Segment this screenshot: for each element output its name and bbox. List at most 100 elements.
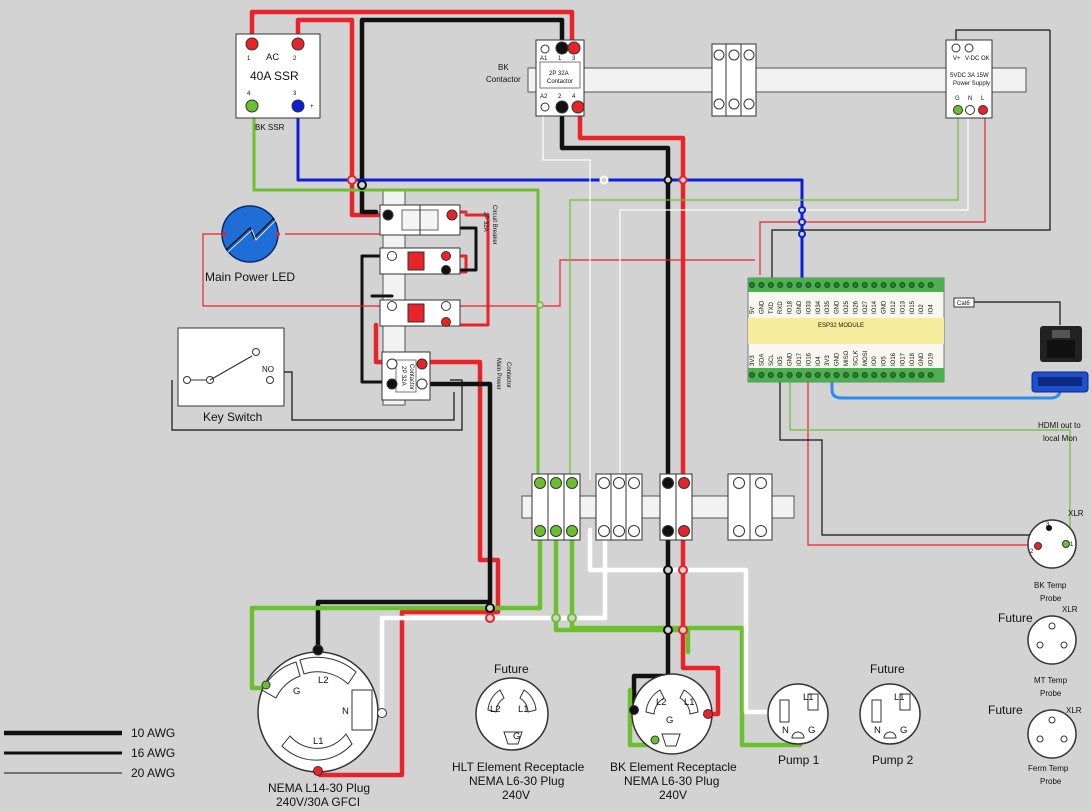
- pump-2-outlet[interactable]: L1 N G Future Pump 2: [859, 662, 921, 767]
- key-switch[interactable]: NO Key Switch: [177, 327, 285, 424]
- terminal-block-bk[interactable]: [659, 473, 693, 541]
- controller-pin-label: SCL: [769, 354, 775, 366]
- controller-pin-label: SDA: [759, 354, 765, 366]
- controller-terminal-screw[interactable]: [767, 372, 774, 378]
- controller-terminal-screw[interactable]: [852, 282, 859, 288]
- controller-pin-label: IO14: [872, 300, 878, 314]
- ferm-probe-xlr: XLR: [1066, 706, 1082, 715]
- controller-terminal-screw[interactable]: [749, 282, 755, 288]
- legend-label-16awg: 16 AWG: [131, 746, 175, 760]
- bk-temp-probe[interactable]: 3 2 1 XLR BK Temp Probe: [1027, 509, 1084, 603]
- controller-pin-label: IO18: [788, 300, 794, 314]
- controller-terminal-screw[interactable]: [871, 282, 878, 288]
- bk-contactor-face-2: Contactor: [547, 79, 573, 85]
- rail-terminal-block[interactable]: [711, 43, 757, 117]
- controller-terminal-screw[interactable]: [899, 372, 906, 378]
- bk-contactor[interactable]: A1 1 3 A2 2 4 2P 32A Contactor BK Contac…: [486, 39, 585, 117]
- controller-terminal-screw[interactable]: [824, 282, 831, 288]
- controller-pin-label: MISO: [844, 350, 850, 366]
- pump2-l1: L1: [894, 692, 905, 703]
- nema-l14-30-plug[interactable]: G L2 N L1 NEMA L14-30 Plug 240V/30A GFCI: [257, 644, 387, 809]
- bk-probe-label-1: BK Temp: [1034, 581, 1067, 590]
- controller-terminal-screw[interactable]: [918, 372, 925, 378]
- hlt-label-2: NEMA L6-30 Plug: [469, 774, 564, 788]
- terminal-block-green[interactable]: [531, 473, 581, 541]
- controller-terminal-screw[interactable]: [833, 282, 840, 288]
- controller-terminal-screw[interactable]: [805, 282, 812, 288]
- mt-temp-probe[interactable]: Future XLR MT Temp Probe: [998, 605, 1078, 698]
- controller-terminal-screw[interactable]: [861, 282, 868, 288]
- controller-terminal-screw[interactable]: [786, 282, 793, 288]
- controller-pin-label: GND: [835, 300, 841, 314]
- controller-terminal-screw[interactable]: [814, 282, 821, 288]
- controller-terminal-screw[interactable]: [796, 282, 802, 288]
- controller-pin-label: IO5: [778, 356, 784, 366]
- controller-pin-label: IO13: [900, 300, 906, 314]
- wires-black-16awg: [360, 226, 478, 384]
- controller-terminal-screw[interactable]: [767, 282, 774, 288]
- l14-g: G: [293, 686, 300, 697]
- main-power-contactor[interactable]: 2P 32A Contactor Main Power Contactor: [381, 351, 511, 401]
- controller-terminal-screw[interactable]: [786, 372, 793, 378]
- ferm-temp-probe[interactable]: Future XLR Ferm Temp Probe: [988, 703, 1082, 786]
- controller-terminal-screw[interactable]: [796, 372, 802, 378]
- hdmi-cable: [830, 375, 1062, 400]
- controller-pin-label: IO26: [853, 300, 859, 314]
- controller-pin-label: IO25: [844, 300, 850, 314]
- terminal-block-spare[interactable]: [727, 473, 773, 541]
- controller-pin-label: IO17: [900, 352, 906, 366]
- controller-terminal-screw[interactable]: [843, 372, 849, 378]
- wires-blue-16awg: [296, 106, 804, 292]
- rj45-jack-icon[interactable]: [1040, 326, 1082, 362]
- controller-terminal-screw[interactable]: [777, 282, 784, 288]
- controller-terminal-screw[interactable]: [861, 372, 868, 378]
- controller-terminal-screw[interactable]: [749, 372, 755, 378]
- controller-terminal-screw[interactable]: [890, 282, 896, 288]
- bk-rec-label-2: NEMA L6-30 Plug: [624, 774, 719, 788]
- controller-terminal-screw[interactable]: [758, 372, 765, 378]
- controller-terminal-screw[interactable]: [871, 372, 878, 378]
- pump-1-outlet[interactable]: L1 N G Pump 1: [767, 683, 829, 767]
- controller-terminal-screw[interactable]: [824, 372, 831, 378]
- ps-vminus: V-DC OK: [965, 56, 990, 62]
- hlt-label-1: HLT Element Receptacle: [452, 760, 585, 774]
- power-supply[interactable]: V+ V-DC OK 5VDC 3A 15W Power Supply G N …: [945, 39, 993, 119]
- hdmi-port-icon[interactable]: HDMI out to local Mon: [1031, 371, 1089, 443]
- controller-terminal-screw[interactable]: [814, 372, 821, 378]
- hlt-l1: L1: [518, 704, 529, 715]
- pump2-future: Future: [870, 662, 905, 676]
- bk-ssr[interactable]: 1 2 4 3 + AC 40A SSR BK SSR: [235, 33, 321, 132]
- bk-element-receptacle[interactable]: L2 L1 G BK Element Receptacle NEMA L6-30…: [610, 673, 737, 802]
- controller-terminal-screw[interactable]: [805, 372, 812, 378]
- ssr-plus: +: [310, 104, 314, 110]
- controller-terminal-screw[interactable]: [880, 282, 887, 288]
- ssr-pin-4: 4: [247, 91, 251, 97]
- controller-terminal-screw[interactable]: [918, 282, 925, 288]
- circuit-breaker[interactable]: 2P 32A Circuit Breaker: [379, 204, 497, 327]
- controller-terminal-screw[interactable]: [890, 372, 896, 378]
- hlt-element-receptacle[interactable]: L2 L1 G Future HLT Element Receptacle NE…: [452, 662, 585, 802]
- controller-terminal-screw[interactable]: [852, 372, 859, 378]
- wires-black-10awg: [315, 17, 671, 713]
- controller-terminal-screw[interactable]: [927, 282, 934, 288]
- wires-red-10awg: [249, 9, 721, 778]
- ferm-probe-label-1: Ferm Temp: [1028, 764, 1069, 773]
- terminal-block-white[interactable]: [595, 473, 643, 541]
- controller-pin-label: 3V3: [825, 355, 831, 366]
- controller-terminal-screw[interactable]: [843, 282, 849, 288]
- ferm-probe-future: Future: [988, 703, 1023, 717]
- controller-terminal-screw[interactable]: [833, 372, 840, 378]
- controller-terminal-screw[interactable]: [758, 282, 765, 288]
- controller-terminal-screw[interactable]: [908, 372, 915, 378]
- controller-terminal-screw[interactable]: [908, 282, 915, 288]
- controller-terminal-screw[interactable]: [927, 372, 934, 378]
- l14-label-1: NEMA L14-30 Plug: [268, 781, 370, 795]
- key-switch-label: Key Switch: [203, 410, 262, 424]
- controller-terminal-screw[interactable]: [777, 372, 784, 378]
- controller-pin-label: IO4: [929, 304, 935, 314]
- controller-pin-label: IO12: [891, 300, 897, 314]
- l14-l1: L1: [313, 736, 324, 747]
- controller-terminal-screw[interactable]: [899, 282, 906, 288]
- controller-terminal-screw[interactable]: [880, 372, 887, 378]
